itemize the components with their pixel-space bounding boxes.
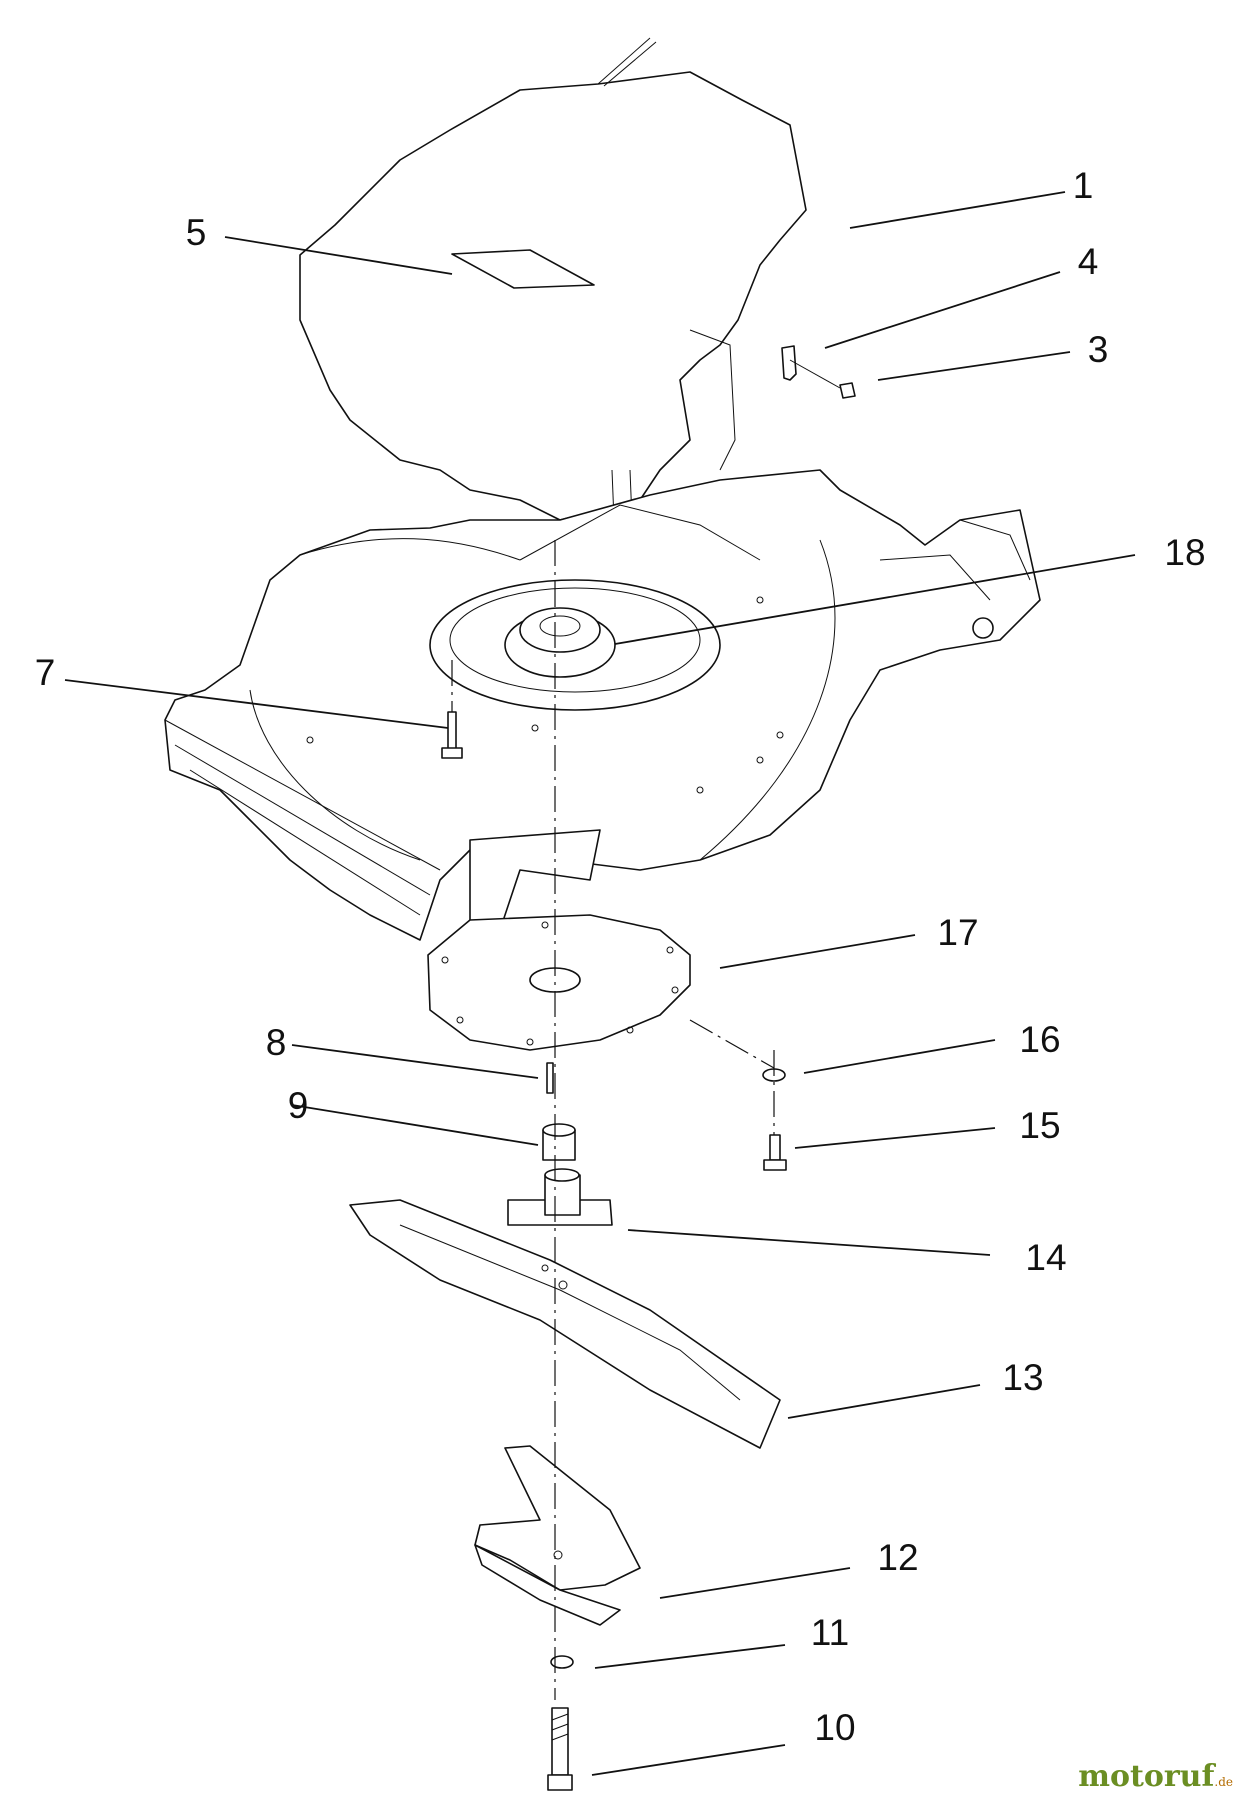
blade-13 <box>349 1199 781 1449</box>
washer-11 <box>550 1655 574 1669</box>
callout-8: 8 <box>266 1022 287 1063</box>
callout-13: 13 <box>1002 1357 1043 1398</box>
callout-17: 17 <box>937 912 978 953</box>
baffle-plate <box>427 914 691 1051</box>
screw-3 <box>789 359 856 399</box>
callout-1: 1 <box>1073 165 1094 206</box>
callout-9: 9 <box>288 1085 309 1126</box>
callout-18: 18 <box>1164 532 1205 573</box>
callout-12: 12 <box>877 1537 918 1578</box>
watermark-name: motoruf <box>1078 1759 1215 1794</box>
key-8 <box>546 1062 554 1094</box>
leader-lines <box>64 191 1136 1776</box>
mower-deck <box>164 469 1041 941</box>
blade-adapter-14 <box>507 1168 613 1226</box>
bolt-10 <box>547 1707 573 1791</box>
bolt-15 <box>763 1134 787 1171</box>
callout-15: 15 <box>1019 1105 1060 1146</box>
callout-7: 7 <box>35 652 56 693</box>
watermark-suffix: .de <box>1214 1775 1233 1789</box>
callout-10: 10 <box>814 1707 855 1748</box>
decal-label <box>451 249 595 289</box>
watermark-logo: motoruf.de <box>1078 1759 1233 1794</box>
callout-16: 16 <box>1019 1019 1060 1060</box>
bushing-9 <box>542 1123 576 1161</box>
bolt-7 <box>441 711 463 759</box>
pulley-bearing <box>504 607 616 678</box>
fan-12 <box>474 1445 641 1626</box>
callout-11: 11 <box>811 1612 849 1653</box>
callout-14: 14 <box>1025 1237 1066 1278</box>
callout-5: 5 <box>186 212 207 253</box>
callout-3: 3 <box>1088 329 1109 370</box>
bolt-15-axis <box>689 1019 775 1069</box>
callout-4: 4 <box>1078 241 1099 282</box>
bracket-4 <box>781 345 797 381</box>
